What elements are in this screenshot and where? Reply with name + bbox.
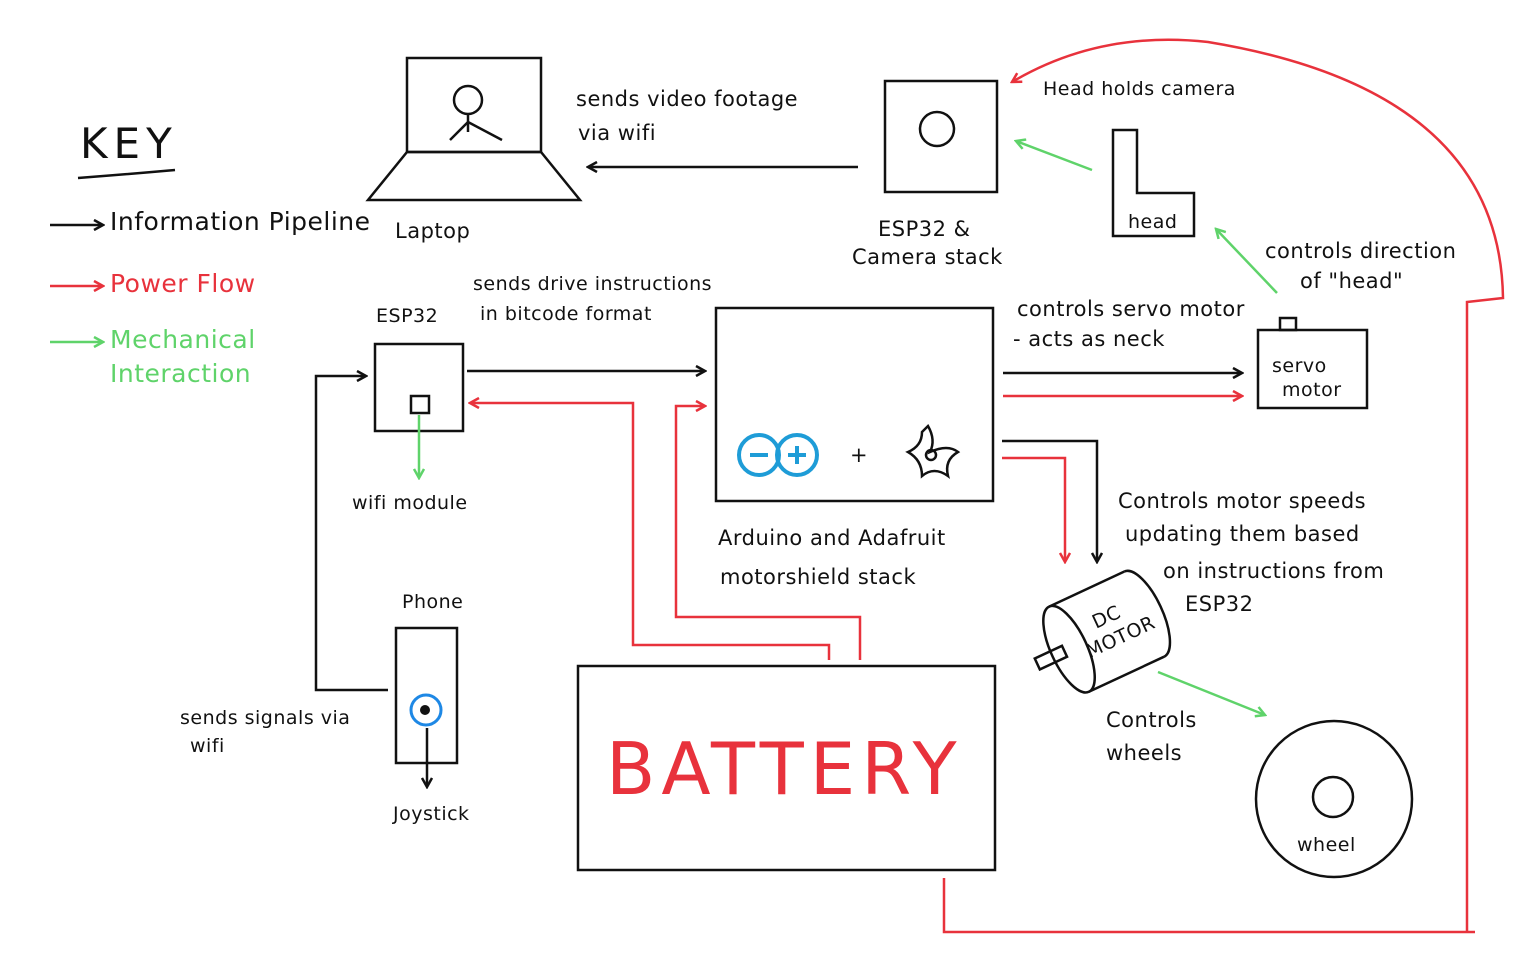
laptop-label: Laptop (395, 219, 470, 243)
wifi-module-chip (409, 394, 431, 415)
arduino-to-dcmotor-power-arrow (1002, 456, 1065, 562)
laptop-screen (405, 56, 543, 154)
servo-shaft (1278, 316, 1298, 332)
wheel-label: wheel (1297, 834, 1356, 856)
battery-label: BATTERY (606, 727, 963, 811)
wheel-ctrl-note-2: wheels (1106, 741, 1182, 765)
dcmotor-to-wheel-arrow (1157, 670, 1265, 715)
joystick-icon (409, 693, 443, 727)
battery-to-arduino-power (674, 406, 862, 660)
servo-label-1: servo (1272, 355, 1327, 377)
phone-send-note-1: sends signals via (180, 707, 350, 729)
head-ctrl-note-1: controls direction (1265, 239, 1456, 263)
camera-stack: ESP32 & Camera stack (852, 79, 1003, 269)
key-info-label: Information Pipeline (110, 207, 371, 236)
phone-label: Phone (402, 591, 463, 613)
key-legend: KEY Information Pipeline Power Flow Mech… (50, 119, 371, 388)
camera-label-2: Camera stack (852, 245, 1003, 269)
camera-lens-icon (918, 110, 956, 148)
drive-note-2: in bitcode format (480, 303, 652, 325)
servo-to-head-arrow (1216, 229, 1278, 294)
esp32-label: ESP32 (376, 305, 438, 327)
joystick-label: Joystick (392, 803, 470, 825)
arduino-label-2: motorshield stack (720, 565, 916, 589)
dc-ctrl-note-2: updating them based (1125, 522, 1360, 546)
arduino-logo-icon (737, 433, 819, 477)
head-holds-note: Head holds camera (1043, 78, 1236, 100)
head: head (1111, 128, 1196, 238)
esp32: ESP32 wifi module (352, 305, 468, 514)
wifi-module-label: wifi module (352, 492, 468, 514)
laptop-base (365, 150, 583, 202)
joystick-center (420, 705, 430, 715)
arduino-box (714, 306, 995, 503)
phone-send-note-2: wifi (190, 735, 225, 757)
camera-box (883, 79, 999, 194)
servo-label-2: motor (1282, 379, 1342, 401)
laptop: Laptop (365, 56, 583, 243)
servo-box (1256, 328, 1369, 410)
servo-ctrl-note-1: controls servo motor (1017, 297, 1245, 321)
servo-ctrl-note-2: - acts as neck (1013, 327, 1165, 351)
plus-sign: + (850, 443, 868, 467)
dc-ctrl-note-1: Controls motor speeds (1118, 489, 1366, 513)
arduino-label-1: Arduino and Adafruit (718, 526, 946, 550)
wheel-hub (1311, 775, 1355, 819)
head-shape (1111, 128, 1196, 238)
arduino-to-dcmotor-info-arrow (1002, 439, 1097, 562)
battery-box (576, 664, 997, 872)
key-power-label: Power Flow (110, 269, 256, 298)
head-to-camera-arrow (1016, 141, 1093, 172)
wheel-outer (1254, 719, 1414, 879)
key-title: KEY (80, 119, 178, 168)
battery-to-esp32-power (470, 403, 831, 660)
phone-to-esp32-arrow (314, 376, 388, 692)
wheel-ctrl-note-1: Controls (1106, 708, 1197, 732)
head-label: head (1128, 211, 1177, 233)
camera-label-1: ESP32 & (878, 217, 971, 241)
dc-ctrl-note-4: ESP32 (1185, 592, 1253, 616)
servo-motor: servo motor (1256, 316, 1369, 410)
battery-to-camera-power (942, 38, 1505, 934)
wheel: wheel (1254, 719, 1414, 879)
dc-ctrl-note-3: on instructions from (1163, 559, 1384, 583)
video-note-2: via wifi (578, 121, 656, 145)
head-ctrl-note-2: of "head" (1300, 269, 1403, 293)
stick-figure-icon (449, 84, 503, 142)
key-mech-label-1: Mechanical (110, 325, 256, 354)
video-note-1: sends video footage (576, 87, 798, 111)
key-mech-label-2: Interaction (110, 359, 251, 388)
phone: Phone Joystick (392, 591, 470, 825)
drive-note-1: sends drive instructions (473, 273, 712, 295)
arduino-stack: + (714, 306, 995, 503)
adafruit-flower-icon (905, 423, 961, 479)
dc-motor: DC MOTOR (1033, 569, 1172, 694)
key-title-underline (77, 168, 176, 180)
dc-motor-shaft (1033, 644, 1069, 672)
battery: BATTERY (576, 664, 997, 872)
